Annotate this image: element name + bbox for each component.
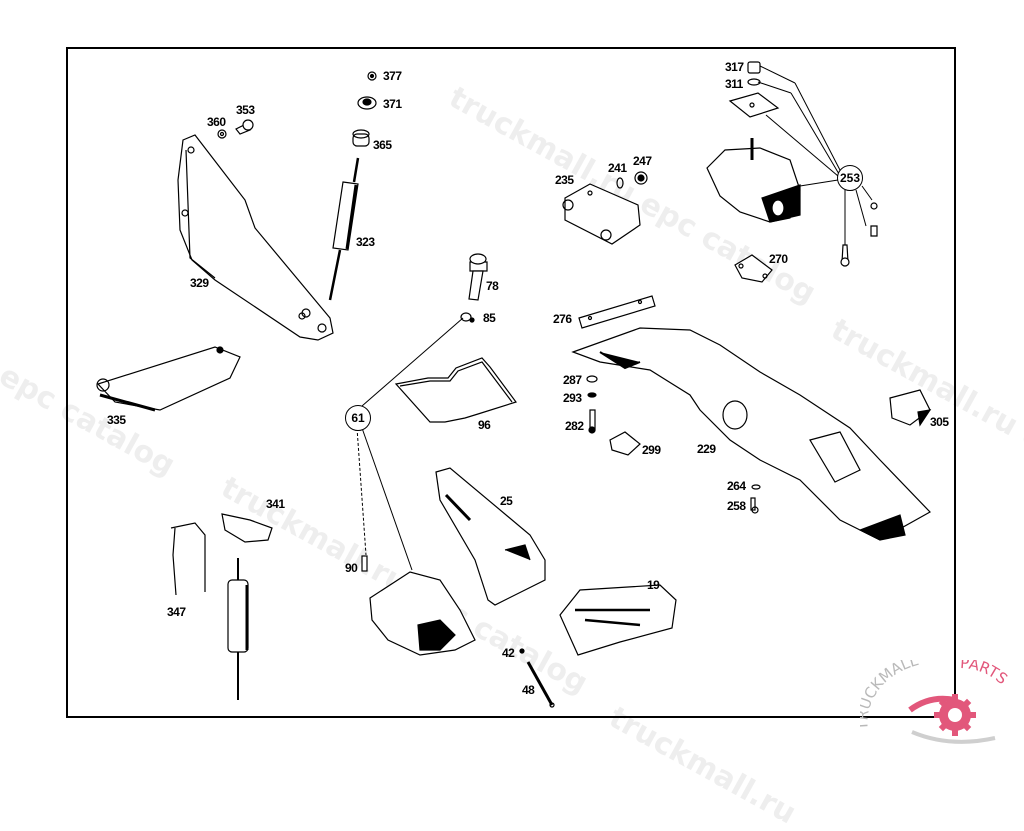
part-371-washer [357, 96, 377, 110]
part-shock-absorber [227, 558, 249, 700]
part-264-washer [751, 484, 761, 490]
part-label-241[interactable]: 241 [608, 161, 627, 175]
part-347-clamp [170, 522, 206, 596]
part-311-washer [747, 78, 761, 86]
part-78-bolt [468, 253, 488, 301]
part-label-311[interactable]: 311 [725, 77, 743, 91]
part-48-rod [526, 661, 555, 708]
part-253-bolts [840, 202, 878, 267]
part-276-plate [578, 295, 656, 329]
part-label-19[interactable]: 19 [647, 578, 660, 592]
part-label-377[interactable]: 377 [383, 69, 402, 83]
part-label-282[interactable]: 282 [565, 419, 584, 433]
part-61-bracket [369, 571, 476, 656]
part-label-299[interactable]: 299 [642, 443, 661, 457]
part-label-235[interactable]: 235 [555, 173, 574, 187]
part-mount-plate [728, 92, 780, 118]
part-label-276[interactable]: 276 [553, 312, 572, 326]
part-label-247[interactable]: 247 [633, 154, 652, 168]
part-label-25[interactable]: 25 [500, 494, 513, 508]
callout-61[interactable]: 61 [345, 405, 371, 431]
part-317-nut [747, 61, 761, 74]
part-85-washer [460, 312, 475, 323]
part-25-bracket [435, 467, 546, 606]
part-287-washer [586, 375, 598, 383]
part-label-48[interactable]: 48 [522, 683, 535, 697]
part-299-clamp [609, 431, 641, 456]
part-365-bushing [352, 129, 370, 147]
truckmall-parts-logo: TRUCKMALL PARTS [853, 651, 1024, 750]
part-label-371[interactable]: 371 [383, 97, 402, 111]
gear-icon [908, 694, 996, 744]
part-258-bolt [750, 497, 759, 514]
part-282-bolt [588, 409, 596, 434]
part-329-bracket [177, 134, 334, 341]
logo-text-left: TRUCKMALL [860, 660, 921, 732]
part-353-bolt [235, 119, 254, 135]
part-label-258[interactable]: 258 [727, 499, 746, 513]
part-label-78[interactable]: 78 [486, 279, 499, 293]
part-241-washer [616, 177, 624, 189]
part-label-347[interactable]: 347 [167, 605, 186, 619]
part-label-305[interactable]: 305 [930, 415, 949, 429]
callout-253[interactable]: 253 [837, 165, 863, 191]
part-305-bumper [889, 389, 932, 427]
part-label-360[interactable]: 360 [207, 115, 226, 129]
part-label-293[interactable]: 293 [563, 391, 582, 405]
part-label-85[interactable]: 85 [483, 311, 496, 325]
parts-artwork [96, 61, 932, 708]
parts-diagram: truckmall.ru epc catalog l epc catalog t… [0, 47, 1024, 831]
part-label-229[interactable]: 229 [697, 442, 716, 456]
part-270-pad [734, 254, 773, 283]
part-label-341[interactable]: 341 [266, 497, 285, 511]
part-229-crossmember [571, 327, 931, 541]
part-label-365[interactable]: 365 [373, 138, 392, 152]
part-377-nut [367, 71, 377, 81]
part-341-bracket [221, 513, 273, 543]
part-360-washer [217, 129, 227, 139]
part-label-287[interactable]: 287 [563, 373, 582, 387]
part-90-bolt [361, 555, 368, 572]
part-label-353[interactable]: 353 [236, 103, 255, 117]
part-label-317[interactable]: 317 [725, 60, 744, 74]
part-label-335[interactable]: 335 [107, 413, 126, 427]
part-235-bracket [562, 183, 641, 245]
diagram-frame [66, 47, 956, 718]
part-19-bracket [559, 584, 677, 656]
part-label-90[interactable]: 90 [345, 561, 358, 575]
part-label-96[interactable]: 96 [478, 418, 491, 432]
part-323-shock-absorber [328, 157, 360, 301]
part-label-329[interactable]: 329 [190, 276, 209, 290]
part-label-323[interactable]: 323 [356, 235, 375, 249]
part-label-42[interactable]: 42 [502, 646, 515, 660]
part-335-cover [96, 346, 241, 412]
part-label-264[interactable]: 264 [727, 479, 746, 493]
part-96-gasket [394, 357, 517, 423]
part-247-nut [634, 171, 648, 185]
part-293-washer [587, 392, 597, 398]
part-engine-mount [706, 138, 801, 223]
logo-text-right: PARTS [960, 660, 1011, 688]
part-42-nut [519, 648, 525, 654]
part-label-270[interactable]: 270 [769, 252, 788, 266]
